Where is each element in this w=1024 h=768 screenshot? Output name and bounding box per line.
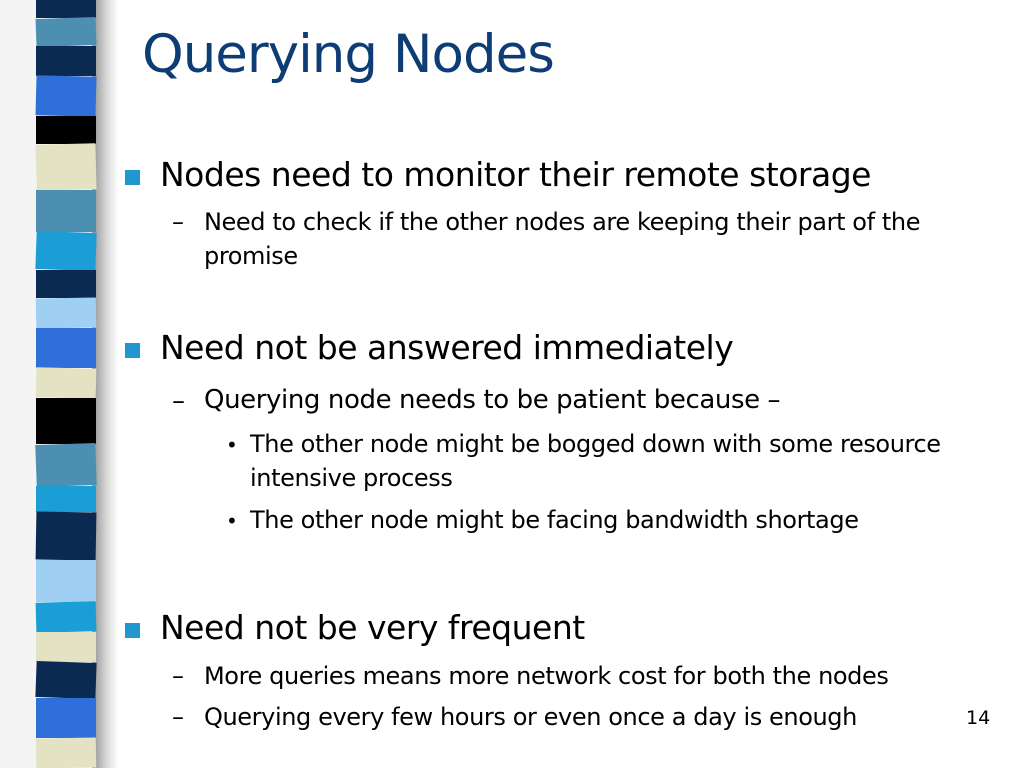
strip-block xyxy=(36,270,96,298)
sub-sub-bullet-text: The other node might be facing bandwidth… xyxy=(250,506,859,534)
strip-block xyxy=(35,75,97,117)
strip-block xyxy=(35,16,97,48)
strip-edge xyxy=(0,0,36,768)
dash-marker: – xyxy=(172,662,184,690)
strip-block xyxy=(35,737,97,768)
strip-block xyxy=(35,297,97,329)
sub-bullet-text: Need to check if the other nodes are kee… xyxy=(204,208,921,236)
sub-bullet-text: More queries means more network cost for… xyxy=(204,662,889,690)
dash-marker: – xyxy=(172,208,184,236)
bullet-text: Need not be very frequent xyxy=(160,608,585,647)
strip-block xyxy=(36,398,96,444)
bullet-square-icon xyxy=(125,623,140,638)
decorative-side-strip xyxy=(0,0,118,768)
sub-bullet-text: promise xyxy=(204,242,298,270)
bullet-text: Nodes need to monitor their remote stora… xyxy=(160,155,871,194)
strip-block xyxy=(36,632,96,662)
sub-bullet-text: Querying every few hours or even once a … xyxy=(204,703,857,731)
bullet-text: Need not be answered immediately xyxy=(160,328,734,367)
strip-block xyxy=(35,660,97,700)
strip-block xyxy=(36,698,96,738)
page-number: 14 xyxy=(966,707,991,729)
strip-block xyxy=(35,367,97,399)
dot-marker: • xyxy=(226,509,238,533)
dash-marker: – xyxy=(172,386,185,416)
sub-sub-bullet-text: intensive process xyxy=(250,464,453,492)
strip-block xyxy=(35,230,97,272)
strip-block xyxy=(36,116,96,144)
strip-block xyxy=(35,511,97,561)
strip-block xyxy=(36,190,96,232)
strip-shadow xyxy=(92,0,118,768)
strip-block xyxy=(36,0,96,18)
sub-sub-bullet-text: The other node might be bogged down with… xyxy=(250,430,941,458)
strip-block xyxy=(36,46,96,76)
strip-block xyxy=(35,601,97,633)
strip-block xyxy=(36,486,96,512)
dot-marker: • xyxy=(226,433,238,457)
bullet-square-icon xyxy=(125,343,140,358)
strip-block xyxy=(36,560,96,602)
dash-marker: – xyxy=(172,703,184,731)
slide-title: Querying Nodes xyxy=(142,24,555,85)
bullet-square-icon xyxy=(125,170,140,185)
strip-block xyxy=(35,143,97,191)
strip-block xyxy=(35,442,97,488)
strip-block xyxy=(36,328,96,368)
sub-bullet-text: Querying node needs to be patient becaus… xyxy=(204,385,781,415)
